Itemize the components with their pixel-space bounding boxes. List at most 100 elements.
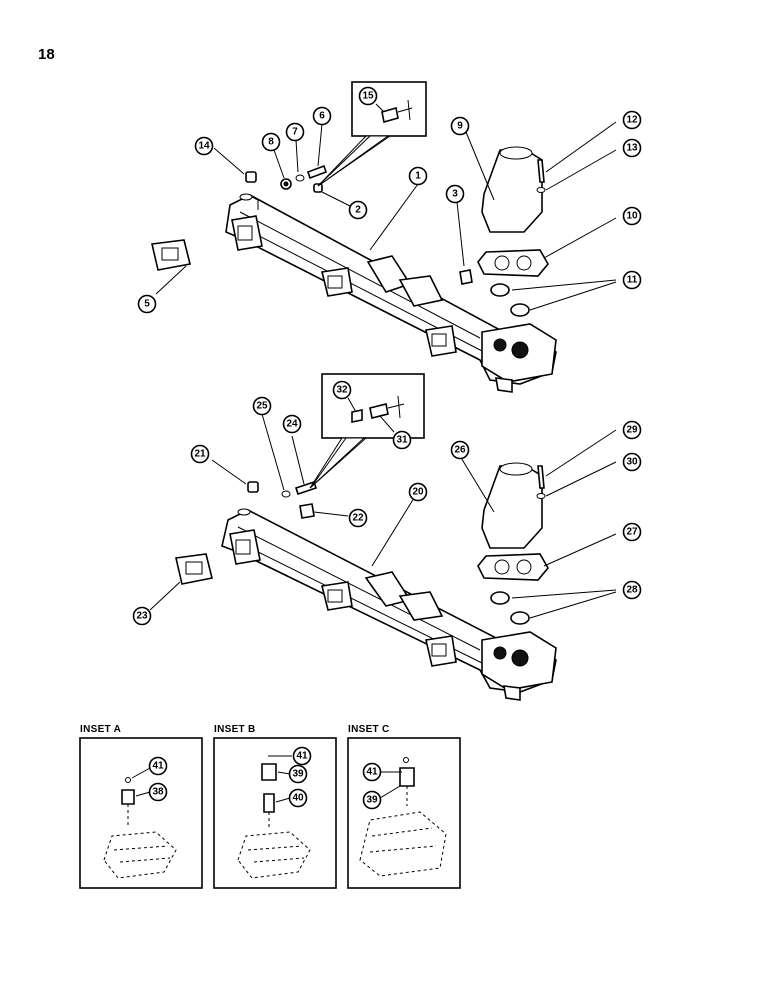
- callout-21: 21: [190, 444, 210, 464]
- inset-b-callout-40: 40: [288, 788, 308, 808]
- callout-31: 31: [392, 430, 412, 450]
- washer-25-part: [281, 490, 291, 498]
- svg-text:22: 22: [352, 513, 364, 524]
- svg-text:39: 39: [366, 795, 378, 806]
- bolt-29-part: [537, 465, 545, 489]
- svg-text:7: 7: [292, 127, 298, 138]
- page-number: 18: [38, 46, 55, 63]
- callout-24: 24: [282, 414, 302, 434]
- drain-cock-31-part: [369, 403, 389, 419]
- svg-text:41: 41: [152, 761, 164, 772]
- svg-text:8: 8: [268, 137, 274, 148]
- callout-9: 9: [450, 116, 470, 136]
- svg-text:41: 41: [296, 751, 308, 762]
- inset-a-label: INSET A: [80, 724, 122, 735]
- svg-text:29: 29: [626, 425, 638, 436]
- callout-3: 3: [445, 184, 465, 204]
- leader-lines: [149, 103, 617, 619]
- callout-11: 11: [622, 270, 642, 290]
- svg-text:28: 28: [626, 585, 638, 596]
- fitting-22-part: [299, 503, 315, 519]
- fitting-32-part: [351, 409, 363, 423]
- washer-13-part: [536, 187, 546, 193]
- inset-c-callout-41: 41: [362, 762, 382, 782]
- callout-28: 28: [622, 580, 642, 600]
- svg-text:3: 3: [452, 189, 458, 200]
- svg-text:24: 24: [286, 419, 298, 430]
- inset-b-label: INSET B: [214, 724, 256, 735]
- inset-a: 41 38: [79, 737, 203, 889]
- svg-text:2: 2: [355, 205, 361, 216]
- svg-text:12: 12: [626, 115, 638, 126]
- washer-7-part: [295, 174, 305, 182]
- callout-26: 26: [450, 440, 470, 460]
- fitting-2-part: [313, 183, 323, 193]
- callout-20: 20: [408, 482, 428, 502]
- plug-14-part: [245, 171, 257, 183]
- outlet-elbow-26: [481, 462, 543, 549]
- callout-1: 1: [408, 166, 428, 186]
- svg-text:41: 41: [366, 767, 378, 778]
- thermostats-11: [490, 283, 530, 317]
- callout-27: 27: [622, 522, 642, 542]
- callout-25: 25: [252, 396, 272, 416]
- callout-10: 10: [622, 206, 642, 226]
- inset-a-callout-38: 38: [148, 782, 168, 802]
- svg-text:38: 38: [152, 787, 164, 798]
- callout-29: 29: [622, 420, 642, 440]
- svg-text:20: 20: [412, 487, 424, 498]
- bolt-6-part: [306, 164, 328, 180]
- inset-b: 41 39 40: [213, 737, 337, 889]
- thermostats-28: [490, 591, 530, 625]
- inset-b-callout-41: 41: [292, 746, 312, 766]
- svg-text:23: 23: [136, 611, 148, 622]
- callout-15: 15: [358, 86, 378, 106]
- svg-text:13: 13: [626, 143, 638, 154]
- callout-8: 8: [261, 132, 281, 152]
- svg-text:25: 25: [256, 401, 268, 412]
- washer-30-part: [536, 493, 546, 499]
- gasket-27: [477, 553, 549, 581]
- callout-5: 5: [137, 294, 157, 314]
- svg-text:14: 14: [198, 141, 210, 152]
- svg-text:11: 11: [627, 275, 638, 286]
- inset-a-callout-41: 41: [148, 756, 168, 776]
- inset-b-callout-39: 39: [288, 764, 308, 784]
- callout-30: 30: [622, 452, 642, 472]
- inset-c-callout-39: 39: [362, 790, 382, 810]
- callout-22: 22: [348, 508, 368, 528]
- gasket-10: [477, 249, 549, 277]
- outlet-elbow-9: [481, 146, 543, 233]
- callout-6: 6: [312, 106, 332, 126]
- svg-text:40: 40: [292, 793, 304, 804]
- svg-text:6: 6: [319, 111, 325, 122]
- drain-cock-15-part: [381, 106, 399, 124]
- svg-text:5: 5: [144, 299, 150, 310]
- inset-c: 41 39: [347, 737, 461, 889]
- svg-text:9: 9: [457, 121, 463, 132]
- upper-water-manifold: [225, 193, 557, 393]
- inset-c-label: INSET C: [348, 724, 390, 735]
- bolt-12-part: [537, 159, 545, 183]
- svg-text:27: 27: [626, 527, 638, 538]
- svg-text:10: 10: [626, 211, 638, 222]
- lower-water-manifold: [221, 508, 557, 701]
- callout-12: 12: [622, 110, 642, 130]
- callout-32: 32: [332, 380, 352, 400]
- bolt-24-part: [294, 480, 318, 496]
- svg-text:21: 21: [194, 449, 206, 460]
- svg-text:1: 1: [415, 171, 421, 182]
- plug-3-part: [459, 269, 473, 285]
- svg-text:39: 39: [292, 769, 304, 780]
- svg-text:26: 26: [454, 445, 466, 456]
- callout-2: 2: [348, 200, 368, 220]
- svg-text:32: 32: [336, 385, 348, 396]
- svg-text:31: 31: [396, 435, 408, 446]
- callout-23: 23: [132, 606, 152, 626]
- callout-14: 14: [194, 136, 214, 156]
- callout-7: 7: [285, 122, 305, 142]
- svg-text:15: 15: [362, 91, 374, 102]
- svg-text:30: 30: [626, 457, 638, 468]
- callout-13: 13: [622, 138, 642, 158]
